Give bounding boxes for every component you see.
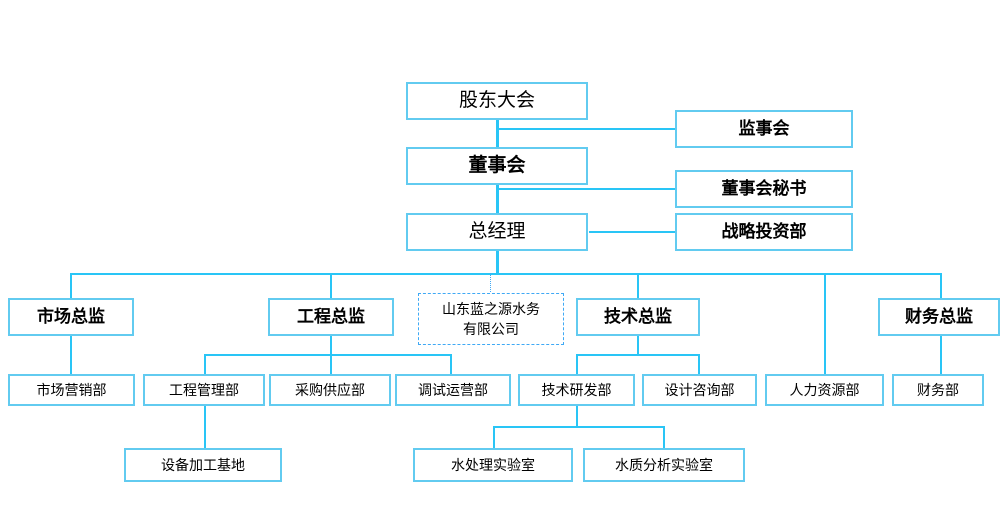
node-technology-rnd-dept-label: 技术研发部: [541, 381, 612, 398]
node-marketing-dept[interactable]: 市场营销部: [8, 374, 135, 406]
node-strategic-investment-dept-label: 战略投资部: [721, 221, 807, 241]
node-equipment-processing-base[interactable]: 设备加工基地: [124, 448, 282, 482]
connector-to-water-quality-lab: [663, 426, 665, 448]
node-finance-director[interactable]: 财务总监: [878, 298, 1000, 336]
connector-technology-rnd-down: [576, 406, 578, 426]
connector-bus-to-market-director: [70, 273, 72, 299]
connector-engineering-sub-bus: [204, 354, 452, 356]
node-finance-director-label: 财务总监: [905, 306, 973, 326]
node-board-of-supervisors-label: 监事会: [738, 118, 790, 138]
connector-technology-director-down: [637, 336, 639, 354]
connector-to-commissioning-operations: [450, 354, 452, 374]
node-equipment-processing-base-label: 设备加工基地: [161, 456, 245, 473]
connector-engineering-director-down: [330, 336, 332, 354]
connector-board-to-gm: [496, 183, 499, 215]
connector-to-engineering-mgmt: [204, 354, 206, 374]
connector-technology-sub-bus: [576, 354, 700, 356]
node-general-manager-label: 总经理: [468, 220, 526, 242]
connector-engineering-mgmt-to-equipment-base: [204, 406, 206, 448]
node-procurement-supply-dept-label: 采购供应部: [295, 381, 365, 398]
connector-to-technology-rnd: [576, 354, 578, 374]
node-engineering-mgmt-dept-label: 工程管理部: [169, 381, 239, 398]
connector-board-to-supervisors: [496, 128, 676, 130]
node-commissioning-operations-dept[interactable]: 调试运营部: [395, 374, 511, 406]
node-finance-dept[interactable]: 财务部: [892, 374, 984, 406]
node-procurement-supply-dept[interactable]: 采购供应部: [269, 374, 391, 406]
node-water-quality-analysis-lab[interactable]: 水质分析实验室: [583, 448, 745, 482]
node-affiliate-company[interactable]: 山东蓝之源水务 有限公司: [418, 293, 564, 345]
node-technology-director[interactable]: 技术总监: [576, 298, 700, 336]
connector-board-to-secretary: [496, 188, 676, 190]
node-board-of-directors-label: 董事会: [468, 154, 526, 176]
node-shareholders-meeting-label: 股东大会: [458, 89, 535, 111]
connector-finance-director-to-finance-dept: [940, 336, 942, 374]
connector-to-design-consulting: [698, 354, 700, 374]
connector-gm-to-strategic-investment: [589, 231, 676, 233]
node-technology-rnd-dept[interactable]: 技术研发部: [518, 374, 635, 406]
connector-bus-to-affiliate-company: [490, 273, 491, 294]
connector-bus-to-human-resources: [824, 273, 826, 374]
node-engineering-director-label: 工程总监: [297, 306, 365, 326]
node-design-consulting-dept[interactable]: 设计咨询部: [642, 374, 757, 406]
connector-bus-to-finance-director: [940, 273, 942, 299]
node-finance-dept-label: 财务部: [917, 381, 959, 398]
node-general-manager[interactable]: 总经理: [406, 213, 588, 251]
node-engineering-mgmt-dept[interactable]: 工程管理部: [143, 374, 265, 406]
node-board-secretary[interactable]: 董事会秘书: [675, 170, 853, 208]
connector-director-bus: [70, 273, 942, 275]
node-human-resources-dept[interactable]: 人力资源部: [765, 374, 884, 406]
node-affiliate-company-label: 山东蓝之源水务 有限公司: [442, 300, 540, 337]
connector-to-water-treatment-lab: [493, 426, 495, 448]
node-water-treatment-lab[interactable]: 水处理实验室: [413, 448, 573, 482]
connector-gm-to-bus: [496, 249, 499, 274]
connector-bus-to-engineering-director: [330, 273, 332, 299]
connector-to-procurement-supply: [330, 354, 332, 374]
node-strategic-investment-dept[interactable]: 战略投资部: [675, 213, 853, 251]
connector-labs-bus: [493, 426, 664, 428]
node-shareholders-meeting[interactable]: 股东大会: [406, 82, 588, 120]
node-human-resources-dept-label: 人力资源部: [789, 381, 860, 398]
node-marketing-dept-label: 市场营销部: [36, 381, 107, 398]
node-market-director-label: 市场总监: [37, 306, 105, 326]
node-design-consulting-dept-label: 设计咨询部: [664, 381, 735, 398]
node-commissioning-operations-dept-label: 调试运营部: [418, 381, 488, 398]
node-water-treatment-lab-label: 水处理实验室: [451, 456, 535, 473]
node-market-director[interactable]: 市场总监: [8, 298, 134, 336]
connector-shareholders-to-board: [496, 118, 499, 150]
connector-market-director-to-marketing: [70, 336, 72, 374]
node-board-of-directors[interactable]: 董事会: [406, 147, 588, 185]
connector-bus-to-technology-director: [637, 273, 639, 299]
node-water-quality-analysis-lab-label: 水质分析实验室: [615, 456, 713, 473]
node-engineering-director[interactable]: 工程总监: [268, 298, 394, 336]
node-board-secretary-label: 董事会秘书: [721, 178, 807, 198]
node-technology-director-label: 技术总监: [604, 306, 672, 326]
node-board-of-supervisors[interactable]: 监事会: [675, 110, 853, 148]
